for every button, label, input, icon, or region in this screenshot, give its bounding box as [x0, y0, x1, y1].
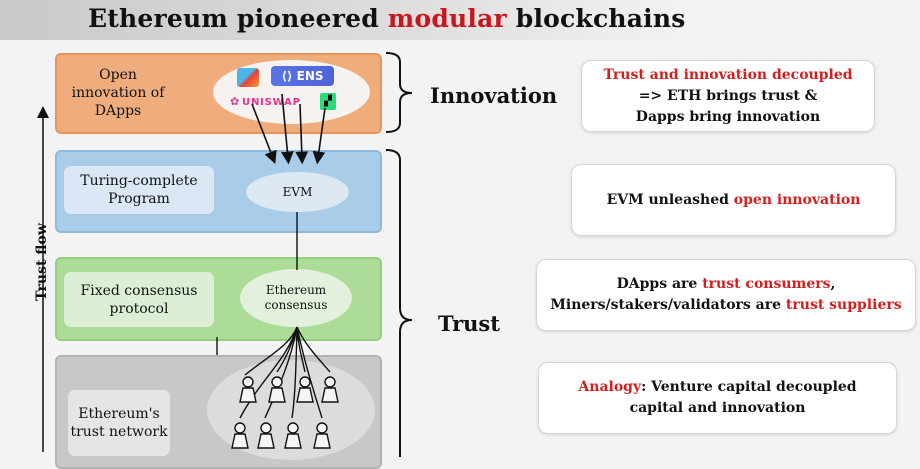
- fixed-consensus-label: Fixed consensus protocol: [64, 272, 214, 327]
- innovation-brace: [385, 52, 413, 133]
- evm-node: EVM: [246, 172, 349, 212]
- slide-title: Ethereum pioneered modular blockchains: [88, 4, 686, 33]
- card-trust-consumers-suppliers: DApps are trust consumers, Miners/staker…: [536, 259, 916, 331]
- ens-logo-icon: ⟨⟩ ENS: [271, 66, 334, 86]
- title-highlight: modular: [387, 4, 507, 33]
- title-banner: [0, 0, 920, 40]
- trust-flow-label: Trust flow: [34, 223, 50, 301]
- innovation-brace-label: Innovation: [430, 83, 558, 108]
- turing-complete-label: Turing-complete Program: [64, 166, 214, 214]
- card-trust-innovation-decoupled: Trust and innovation decoupled => ETH br…: [581, 60, 875, 132]
- trust-network-label: Ethereum's trust network: [68, 390, 170, 456]
- network-ellipse: [207, 360, 375, 460]
- consensus-node: Ethereum consensus: [240, 269, 352, 327]
- trust-brace: [385, 149, 413, 457]
- dydx-logo-icon: ▞: [320, 93, 336, 110]
- uniswap-logo-icon: ✿UNISWAP: [230, 95, 301, 108]
- open-innovation-label: Open innovation of DApps: [71, 67, 165, 119]
- card-evm-open-innovation: EVM unleashed open innovation: [571, 164, 896, 236]
- trust-brace-label: Trust: [438, 311, 500, 336]
- card-analogy-venture-capital: Analogy: Venture capital decoupled capit…: [538, 362, 897, 434]
- metamask-logo-icon: [237, 68, 259, 87]
